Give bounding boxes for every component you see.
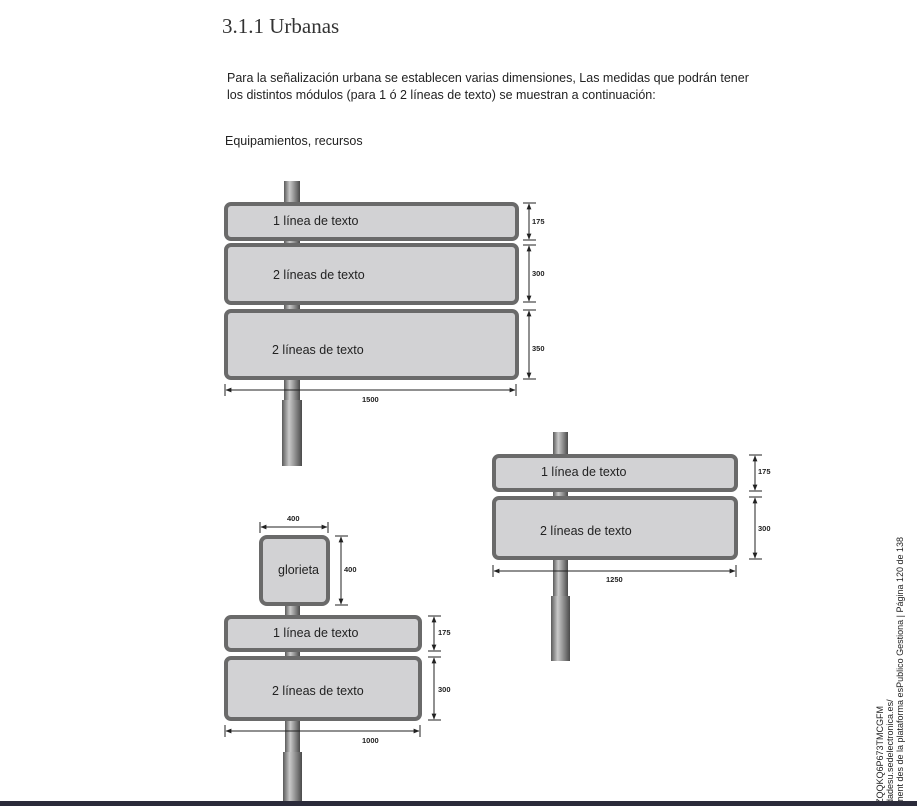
dimension-label: 1250 — [606, 575, 623, 584]
dimension-label: 400 — [287, 514, 300, 523]
dimension-label: 300 — [758, 524, 771, 533]
sign-1500: 1 línea de texto 2 líneas de texto 2 lín… — [224, 181, 545, 466]
dimension-label: 400 — [344, 565, 357, 574]
sign-panel — [224, 615, 422, 652]
intro-line-1: Para la señalización urbana se establece… — [227, 71, 749, 85]
sign-panel — [224, 656, 422, 721]
sign-panel — [224, 243, 519, 305]
sign-panel — [224, 202, 519, 241]
section-heading: 3.1.1 Urbanas — [222, 14, 340, 38]
panel-label: 1 línea de texto — [541, 465, 627, 479]
sign-panel — [224, 309, 519, 380]
glorieta-panel — [259, 535, 330, 606]
figure-caption: Equipamientos, recursos — [225, 134, 363, 148]
sign-panel — [492, 496, 738, 560]
side-line-1: ZQQKQ6P673TMCGFM — [875, 705, 885, 804]
pole-sleeve — [282, 400, 302, 466]
dimension-label: 350 — [532, 344, 545, 353]
sign-1000: glorieta 1 línea de texto 2 líneas de te… — [224, 514, 451, 806]
dimension-label: 300 — [438, 685, 451, 694]
pole-sleeve — [283, 752, 302, 806]
side-line-2: dadesu.sedelectronica.es/ — [885, 699, 895, 804]
sign-panel — [492, 454, 738, 492]
dimension-label: 175 — [758, 467, 771, 476]
intro-line-2: los distintos módulos (para 1 ó 2 líneas… — [227, 88, 656, 102]
sign-1250: 1 línea de texto 2 líneas de texto 175 3… — [492, 432, 771, 661]
panel-label: 1 línea de texto — [273, 626, 359, 640]
panel-label: 2 líneas de texto — [273, 268, 365, 282]
dimension-label: 1000 — [362, 736, 379, 745]
side-margin-text: ZQQKQ6P673TMCGFM dadesu.sedelectronica.e… — [875, 537, 905, 804]
panel-label: glorieta — [278, 563, 319, 577]
dimension-label: 175 — [438, 628, 451, 637]
panel-label: 2 líneas de texto — [272, 343, 364, 357]
panel-label: 1 línea de texto — [273, 214, 359, 228]
intro-paragraph: Para la señalización urbana se establece… — [227, 70, 787, 104]
dimension-label: 300 — [532, 269, 545, 278]
panel-label: 2 líneas de texto — [540, 524, 632, 538]
dimension-label: 1500 — [362, 395, 379, 404]
side-line-3: ment des de la plataforma esPublico Gest… — [895, 536, 905, 804]
panel-label: 2 líneas de texto — [272, 684, 364, 698]
footer-bar — [0, 801, 917, 806]
pole-sleeve — [551, 596, 570, 661]
dimension-label: 175 — [532, 217, 545, 226]
